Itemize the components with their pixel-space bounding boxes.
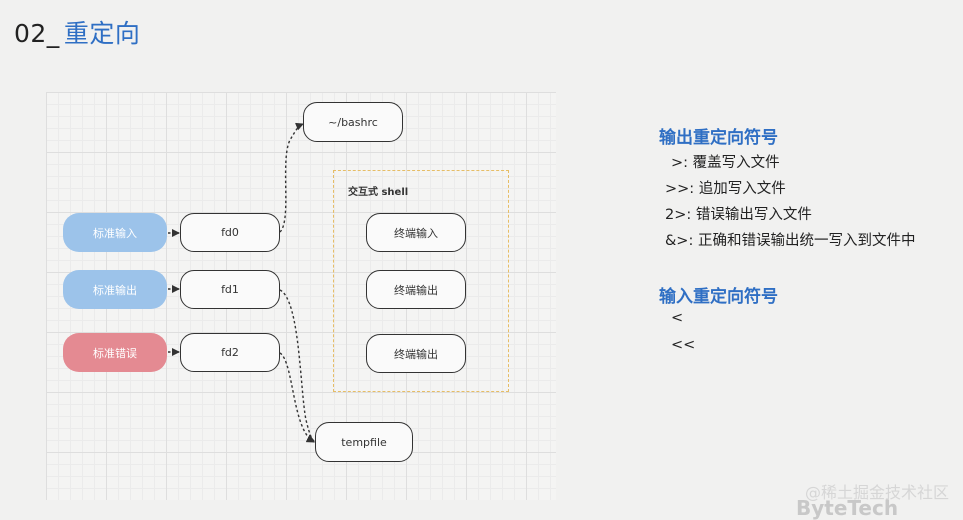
stderr-node: 标准错误 xyxy=(63,333,167,372)
title-number: 02_ xyxy=(14,19,60,48)
tempfile-node: tempfile xyxy=(315,422,413,462)
stdin-node: 标准输入 xyxy=(63,213,167,252)
output-redirect-item: >>: 追加写入文件 xyxy=(665,181,786,197)
fd2-node: fd2 xyxy=(180,333,280,372)
input-redirect-heading: 输入重定向符号 xyxy=(659,287,778,307)
terminal-input-node: 终端输入 xyxy=(366,213,466,252)
fd0-node: fd0 xyxy=(180,213,280,252)
arrow-fd2-tempfile xyxy=(279,352,315,443)
fd1-node: fd1 xyxy=(180,270,280,309)
output-redirect-heading: 输出重定向符号 xyxy=(659,128,778,148)
arrow-fd0-bashrc xyxy=(279,122,304,233)
output-redirect-item: >: 覆盖写入文件 xyxy=(671,155,780,171)
title-text: 重定向 xyxy=(63,19,141,48)
brand-watermark: ByteTech xyxy=(796,496,899,520)
interactive-shell-label: 交互式 shell xyxy=(348,187,409,198)
bashrc-node: ~/bashrc xyxy=(303,102,403,142)
input-redirect-item: < xyxy=(671,310,684,326)
terminal-output-node: 终端输出 xyxy=(366,270,466,309)
site-watermark: @稀土掘金技术社区 xyxy=(804,483,949,502)
interactive-shell-box xyxy=(333,170,509,392)
terminal-output-node-2: 终端输出 xyxy=(366,334,466,373)
input-redirect-item: << xyxy=(671,337,696,353)
output-redirect-item: &>: 正确和错误输出统一写入到文件中 xyxy=(665,233,916,249)
stdout-node: 标准输出 xyxy=(63,270,167,309)
output-redirect-item: 2>: 错误输出写入文件 xyxy=(665,207,812,223)
page-title: 02_重定向 xyxy=(14,14,140,50)
arrow-fd1-tempfile xyxy=(279,289,315,442)
